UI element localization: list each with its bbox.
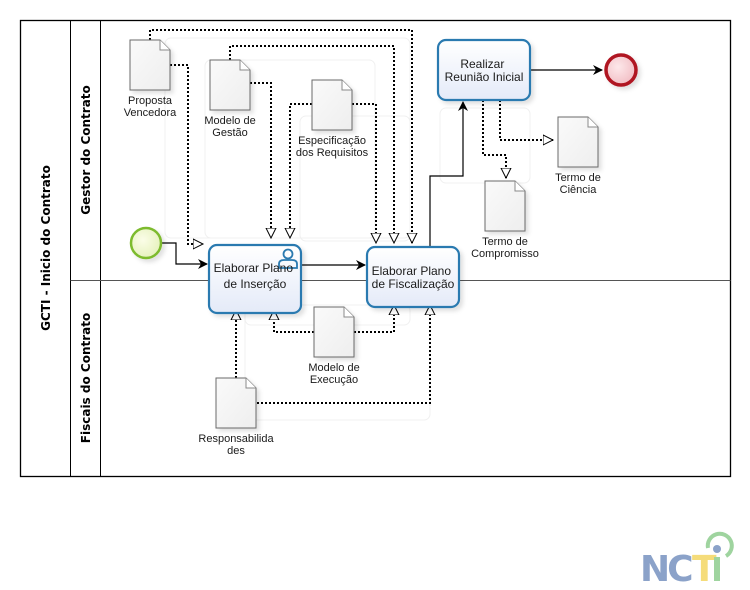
document-label-line: Vencedora [124,107,177,119]
document-label-line: Ciência [560,184,598,196]
sequence-flows [162,65,603,270]
task-label-line: Elaborar Plano [372,264,452,278]
associations [149,29,553,404]
task-label-line: Reunião Inicial [445,70,524,84]
document-icon [215,377,257,429]
document-label-line: Execução [310,374,358,386]
start-event[interactable] [129,226,163,260]
end-event[interactable] [604,53,638,87]
task-label-line: Realizar [460,57,504,71]
document-label-line: des [227,445,245,457]
document-label-line: Gestão [212,127,247,139]
document-label-line: Responsabilida [198,433,274,445]
association-reuniao-compromisso [482,100,506,178]
document-fold [159,40,170,51]
document-label-line: Especificação [298,135,366,147]
document-fold [245,378,256,389]
svg-text:Elaborar Plano de Fiscal: Elaborar Plano de Fiscalização [372,264,455,291]
association-gestao-fiscalizacao [229,45,394,243]
flow-fiscalizacao-reuniao [429,101,468,246]
association-execucao-fiscalizacao [354,305,394,333]
document-fold [514,181,525,192]
document-icon [129,39,171,91]
logo-i-stem [714,557,720,581]
document-icon [484,180,526,232]
task-elaborar-plano-insercao[interactable]: Elaborar Plano de Inserção [207,243,303,315]
document-label-line: Termo de [482,236,528,248]
document-icon [209,59,251,111]
association-responsabilidades-fiscalizacao [257,305,430,404]
document-fold [343,307,354,318]
document-label-line: Modelo de [308,362,359,374]
document-label-line: Compromisso [471,248,539,260]
task-label-line: Elaborar Plano [214,261,294,275]
association-especificacao-fiscalizacao [352,103,376,243]
task-realizar-reuniao-inicial[interactable]: Realizar Reunião Inicial [436,38,532,102]
document-label-line: Proposta [128,95,173,107]
logo-t: T [692,549,717,590]
ncti-logo: NC T [640,531,734,590]
logo-signal-arc [705,531,734,558]
task-label-line: de Fiscalização [372,277,455,291]
document-icon [313,306,355,358]
document-label-line: Modelo de [204,115,255,127]
pool-title: GCTI - Inicio do Contrato [39,165,53,331]
task-label-line: de Inserção [224,277,287,291]
document-label-line: dos Requisitos [296,147,369,159]
document-icon [557,116,599,168]
document-fold [587,117,598,128]
document-icon [311,79,353,131]
lane-label-fiscais: Fiscais do Contrato [79,313,93,443]
document-fold [239,60,250,71]
svg-text:Elaborar Plano de Inserç: Elaborar Plano de Inserção [214,261,297,291]
association-proposta-insercao [170,64,203,244]
flow-start-insercao [162,242,208,269]
document-fold [341,80,352,91]
user-icon [278,248,298,269]
lane-label-gestor: Gestor do Contrato [79,85,93,215]
task-elaborar-plano-fiscalizacao[interactable]: Elaborar Plano de Fiscalização [365,245,461,309]
association-proposta-fiscalizacao [149,29,412,243]
svg-text:Realizar Reunião Inicial: Realizar Reunião Inicial [445,57,524,84]
association-especificacao-insercao [290,103,312,238]
association-gestao-insercao [250,82,271,238]
association-reuniao-ciencia [499,100,553,140]
document-label-line: Termo de [555,172,601,184]
association-execucao-insercao [274,310,314,333]
logo-nc: NC [640,549,692,590]
logo-dot [713,545,721,553]
